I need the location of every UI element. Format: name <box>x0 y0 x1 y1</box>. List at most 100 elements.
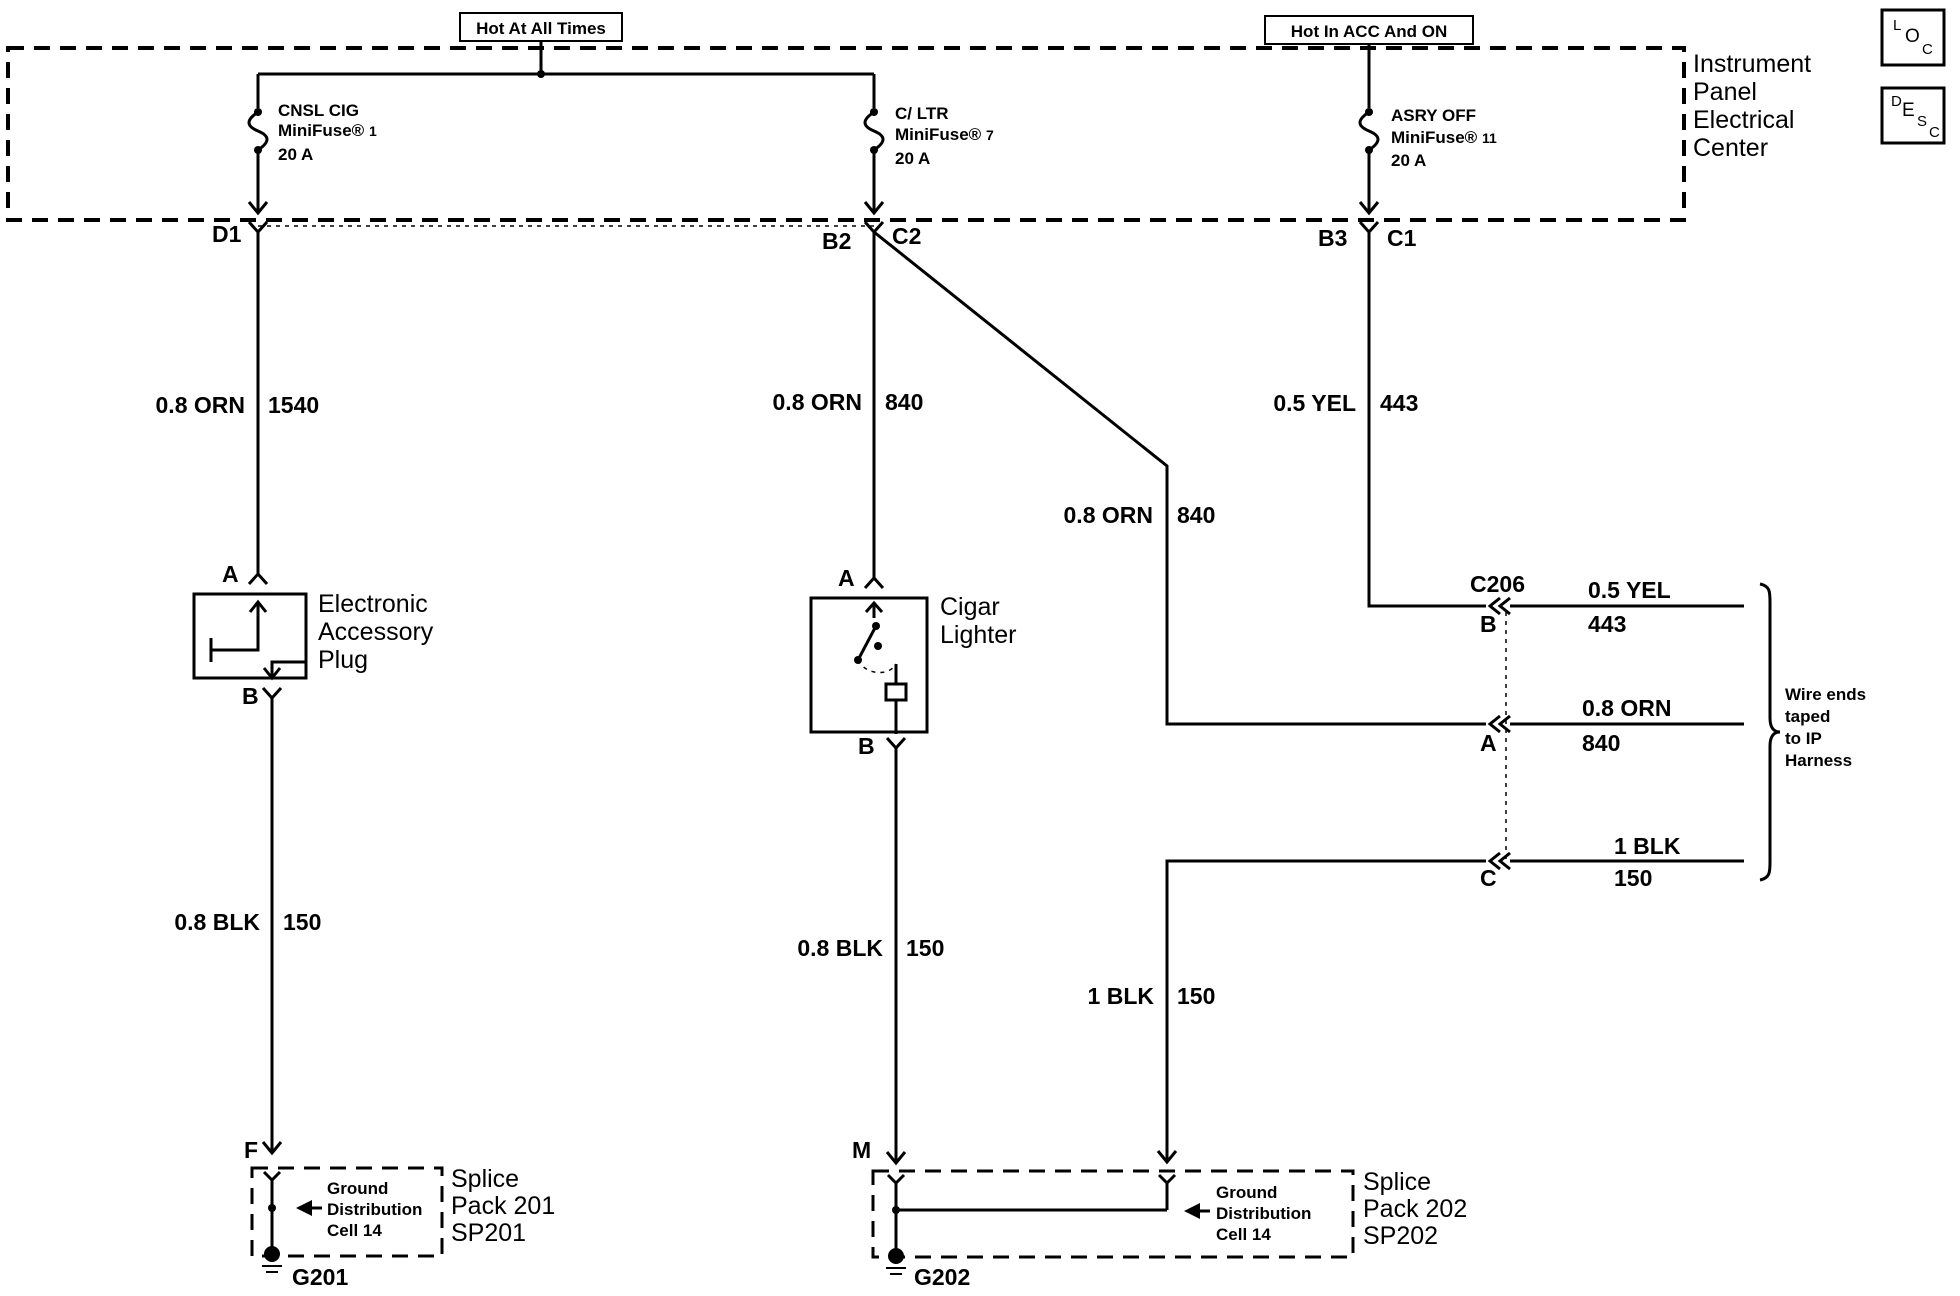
wire-4-spec: 0.5 YEL <box>1273 390 1356 416</box>
wire-2-spec: 0.8 ORN <box>773 389 862 415</box>
wire-1-spec: 0.8 ORN <box>156 392 245 418</box>
end-2-spec: 0.8 ORN <box>1582 695 1671 721</box>
wire-4-circuit: 443 <box>1380 390 1418 416</box>
ground-g201: G201 <box>292 1264 348 1290</box>
pin-cig-a: A <box>838 565 855 591</box>
end-1-spec: 0.5 YEL <box>1588 577 1671 603</box>
taped-note-4: Harness <box>1785 751 1852 770</box>
eap-pin-a-mark <box>247 571 269 586</box>
svg-text:C: C <box>1929 124 1940 141</box>
fuse-1-symbol <box>247 108 269 216</box>
taped-note-2: taped <box>1785 707 1830 726</box>
sp201-cell-arrow <box>296 1200 312 1216</box>
cig-label-1: Cigar <box>940 593 1000 621</box>
sp202-label-1: Splice <box>1363 1168 1431 1196</box>
fuse-7-type: MiniFuse® 7 <box>895 125 994 144</box>
eap-label-3: Plug <box>318 646 368 674</box>
cig-label-2: Lighter <box>940 621 1016 649</box>
ground-g201-icon <box>262 1246 282 1273</box>
sp201-pin-f-mark <box>261 1141 283 1156</box>
sp201-cell-1: Ground <box>327 1179 388 1198</box>
sp202-dashed-box <box>871 1169 1355 1259</box>
c206-a-marks <box>1487 714 1744 734</box>
fuse-11-name: ASRY OFF <box>1391 106 1476 125</box>
electronic-accessory-plug-box <box>192 592 308 680</box>
ground-g202: G202 <box>914 1264 970 1290</box>
sp201-label-2: Pack 201 <box>451 1192 555 1220</box>
ipec-dashed-box <box>6 46 1686 222</box>
svg-text:S: S <box>1917 113 1927 130</box>
fuse-7-symbol <box>863 108 885 216</box>
wire-2-circuit: 840 <box>885 389 923 415</box>
desc-button[interactable]: D E S C <box>1880 86 1946 145</box>
pin-f: F <box>244 1137 258 1163</box>
ground-g202-icon <box>886 1248 906 1275</box>
fuse-1-type: MiniFuse® 1 <box>278 121 377 140</box>
sp202-cell-3: Cell 14 <box>1216 1225 1271 1244</box>
eap-plug-symbol <box>209 599 306 681</box>
top-connector-marks <box>247 220 1380 235</box>
fuse-1-rating: 20 A <box>278 145 313 164</box>
feed-left <box>256 41 876 108</box>
taped-note-1: Wire ends <box>1785 685 1866 704</box>
pin-c206-c: C <box>1480 865 1497 891</box>
sp202-pin-m-mark <box>885 1151 907 1166</box>
loc-button[interactable]: L O C <box>1880 8 1946 67</box>
eap-label-2: Accessory <box>318 618 434 646</box>
c206-b-marks <box>1487 596 1744 616</box>
svg-text:L: L <box>1893 17 1901 34</box>
fuse-7-rating: 20 A <box>895 149 930 168</box>
c206-label: C206 <box>1470 571 1525 597</box>
wire-6-circuit: 150 <box>906 935 944 961</box>
pin-eap-a: A <box>222 561 239 587</box>
pin-b3: B3 <box>1318 225 1347 251</box>
wire-840-c206 <box>873 230 1486 726</box>
wire-5-circuit: 150 <box>283 909 321 935</box>
panel-label-4: Center <box>1693 134 1768 162</box>
pin-cig-b: B <box>858 733 875 759</box>
hot-in-acc-and-on-label: Hot In ACC And ON <box>1291 22 1447 41</box>
svg-text:E: E <box>1902 100 1915 121</box>
taped-bracket <box>1759 582 1781 882</box>
feed-junction <box>537 70 545 78</box>
pin-d1: D1 <box>212 221 242 247</box>
sp201-dashed-box <box>250 1166 444 1258</box>
sp202-label-3: SP202 <box>1363 1222 1438 1250</box>
fuse-11-symbol <box>1358 108 1380 216</box>
c206-c-marks <box>1487 851 1744 871</box>
taped-note-3: to IP <box>1785 729 1822 748</box>
sp201-label-1: Splice <box>451 1165 519 1193</box>
hot-at-all-times-label: Hot At All Times <box>476 19 606 38</box>
svg-text:C: C <box>1922 41 1933 58</box>
wire-150-c206 <box>1165 859 1486 1160</box>
sp201-connector-mark <box>262 1170 282 1252</box>
fuse-7-name: C/ LTR <box>895 104 949 123</box>
end-2-circuit: 840 <box>1582 730 1620 756</box>
pin-c1: C1 <box>1387 225 1417 251</box>
pin-c206-b: B <box>1480 611 1497 637</box>
end-1-circuit: 443 <box>1588 611 1626 637</box>
sp201-cell-3: Cell 14 <box>327 1221 382 1240</box>
wire-7-spec: 1 BLK <box>1088 983 1155 1009</box>
hot-in-acc-and-on-label-box: Hot In ACC And ON <box>1264 15 1474 45</box>
wire-1-circuit: 1540 <box>268 392 319 418</box>
pin-c206-a: A <box>1480 730 1497 756</box>
pin-eap-b: B <box>242 683 259 709</box>
end-3-circuit: 150 <box>1614 865 1652 891</box>
sp202-connector-marks <box>886 1173 1177 1252</box>
wire-3-spec: 0.8 ORN <box>1064 502 1153 528</box>
wire-443 <box>1367 232 1486 608</box>
panel-label-1: Instrument <box>1693 50 1811 78</box>
eap-pin-b-mark <box>261 686 283 1152</box>
sp201-label-3: SP201 <box>451 1219 526 1247</box>
sp202-cell-arrow <box>1184 1203 1200 1219</box>
cig-pin-a-mark <box>863 575 885 590</box>
sp201-splice-dot <box>268 1204 276 1212</box>
wire-3-circuit: 840 <box>1177 502 1215 528</box>
sp202-label-2: Pack 202 <box>1363 1195 1467 1223</box>
pin-b2: B2 <box>822 228 851 254</box>
pin-c2: C2 <box>892 223 921 249</box>
wire-6-spec: 0.8 BLK <box>797 935 883 961</box>
sp202-splice-dot <box>892 1206 900 1214</box>
